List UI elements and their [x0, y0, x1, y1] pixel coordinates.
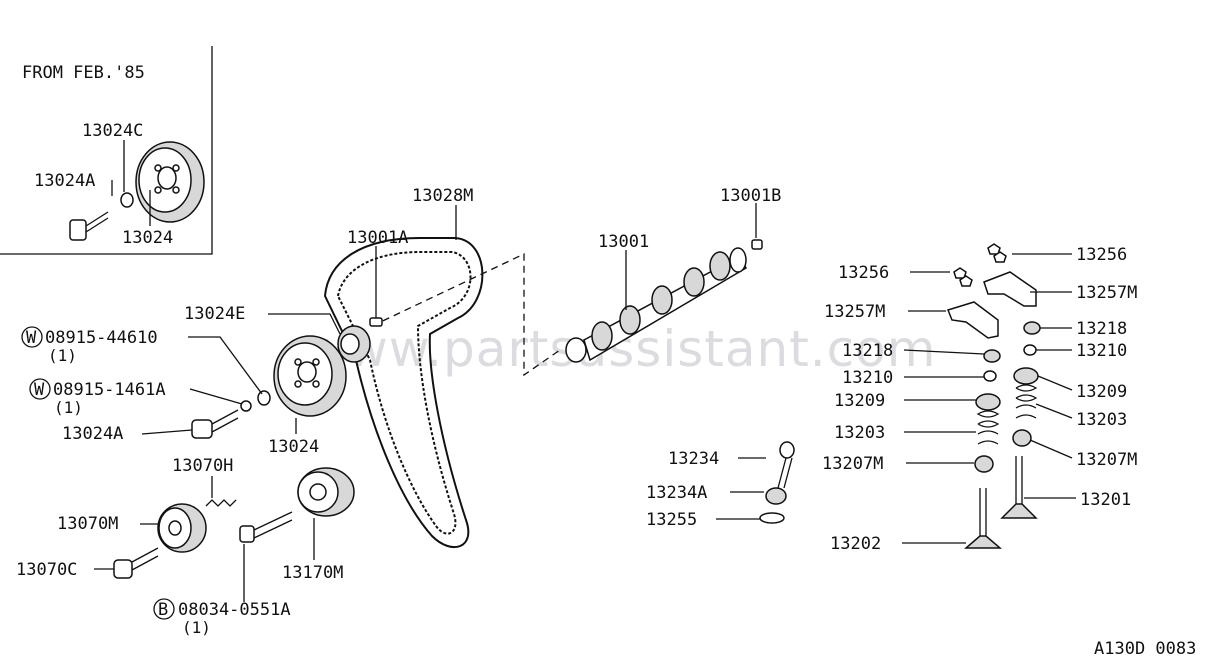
qty-08034-0551A: (1) [182, 618, 211, 637]
callout-13203-left: 13203 [834, 423, 885, 443]
belt-idler [337, 325, 371, 363]
washer-symbol-2-letter: W [34, 380, 45, 400]
bolt-symbol [153, 598, 175, 620]
qty-08915-44610: (1) [48, 346, 77, 365]
callout-13001: 13001 [598, 232, 649, 252]
callout-13024A: 13024A [62, 424, 123, 444]
callout-13024C: 13024C [82, 121, 143, 141]
callout-13257M-right: 13257M [1076, 283, 1137, 303]
washer-44610 [257, 390, 271, 406]
plug-13234 [777, 441, 795, 489]
valve-stack-left [947, 267, 1003, 549]
callout-13209-left: 13209 [834, 391, 885, 411]
callout-13024: 13024 [268, 437, 319, 457]
callout-13028M: 13028M [412, 186, 473, 206]
tensioner-pulley [157, 503, 207, 553]
callout-13255: 13255 [646, 510, 697, 530]
valve-stack-right [983, 243, 1041, 519]
callout-13070M: 13070M [57, 514, 118, 534]
callout-13207M-left: 13207M [822, 454, 883, 474]
timing-belt [323, 237, 484, 549]
washer-symbol-2 [29, 378, 51, 400]
callout-13070C: 13070C [16, 560, 77, 580]
bolt-symbol-letter: B [158, 600, 168, 620]
idler-bolt [239, 511, 293, 543]
inset-washer [120, 192, 134, 208]
callout-13207M-right: 13207M [1076, 450, 1137, 470]
callout-13256-left: 13256 [838, 263, 889, 283]
callout-13257M-left: 13257M [824, 302, 885, 322]
callout-13234A: 13234A [646, 483, 707, 503]
idler-pulley [297, 467, 355, 517]
cam-sprocket [273, 335, 347, 417]
callout-13170M: 13170M [282, 563, 343, 583]
callout-13210-left: 13210 [842, 368, 893, 388]
washer-symbol-1-letter: W [26, 328, 37, 348]
camshaft [565, 247, 747, 363]
callout-13201: 13201 [1080, 490, 1131, 510]
callout-08915-1461A: 08915-1461A [53, 380, 166, 400]
callout-13218-right: 13218 [1076, 319, 1127, 339]
callout-13256-right: 13256 [1076, 245, 1127, 265]
washer-1461A [240, 400, 252, 412]
seal-13255 [759, 512, 785, 524]
diagram-code: A130D 0083 [1094, 639, 1196, 659]
callout-08034-0551A: 08034-0551A [178, 600, 291, 620]
camshaft-plug [751, 239, 763, 250]
washer-symbol-1 [21, 326, 43, 348]
inset-title: FROM FEB.'85 [22, 63, 145, 83]
tensioner-spring [205, 499, 237, 507]
key-pin [369, 317, 383, 327]
inset-sprocket [135, 141, 205, 223]
callout-13001A: 13001A [347, 228, 408, 248]
inset-bolt [69, 211, 109, 241]
inset-panel: FROM FEB.'85 13024C 13024A 13024 [0, 46, 213, 255]
plug-13234A [765, 487, 787, 505]
callout-13209-right: 13209 [1076, 382, 1127, 402]
tensioner-bolt [113, 547, 159, 579]
callout-13234: 13234 [668, 449, 719, 469]
callout-13210-right: 13210 [1076, 341, 1127, 361]
callout-13203-right: 13203 [1076, 410, 1127, 430]
callout-08915-44610: 08915-44610 [45, 328, 158, 348]
callout-13070H: 13070H [172, 456, 233, 476]
callout-13218-left: 13218 [842, 341, 893, 361]
callout-13024E: 13024E [184, 304, 245, 324]
callout-13024A-inset: 13024A [34, 171, 95, 191]
sprocket-bolt [191, 409, 239, 439]
qty-08915-1461A: (1) [54, 398, 83, 417]
callout-13202: 13202 [830, 534, 881, 554]
callout-13024-inset: 13024 [122, 228, 173, 248]
callout-13001B: 13001B [720, 186, 781, 206]
